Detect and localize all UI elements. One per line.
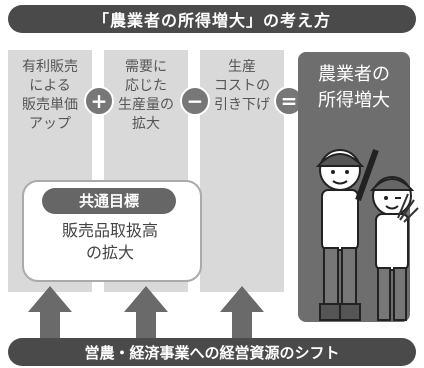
farmer-girl-icon (369, 176, 419, 321)
label-line: 需要に (125, 59, 167, 75)
label-line: 生産 (228, 59, 256, 75)
column-label-production-volume: 需要に 応じた 生産量の 拡大 (104, 58, 188, 134)
result-line: 所得増大 (318, 90, 390, 111)
up-arrow-icon (124, 286, 168, 342)
footer-bar: 営農・経済事業への経営資源のシフト (8, 338, 416, 366)
farmers-illustration (315, 148, 419, 321)
farmer-boy-icon (315, 148, 379, 321)
common-goal-badge: 共通目標 (42, 188, 176, 214)
label-line: 応じた (125, 78, 167, 94)
common-goal-text: 販売品取扱高 の拡大 (22, 220, 198, 264)
diagram-title: 「農業者の所得増大」の考え方 (8, 5, 416, 33)
up-arrow-icon (220, 286, 264, 342)
label-line: 有利販売 (22, 59, 78, 75)
up-arrow-icon (28, 286, 72, 342)
label-line: 販売単価 (22, 97, 78, 113)
goal-line: 販売品取扱高 (61, 221, 158, 240)
column-label-sales-price: 有利販売 による 販売単価 アップ (8, 58, 92, 134)
label-line: による (29, 78, 71, 94)
goal-line: の拡大 (85, 243, 134, 262)
label-line: 引き下げ (214, 97, 270, 113)
label-line: アップ (29, 116, 71, 132)
column-label-cost-reduction: 生産 コストの 引き下げ (200, 58, 284, 115)
label-line: 生産量の (118, 97, 174, 113)
label-line: コストの (214, 78, 270, 94)
label-line: 拡大 (132, 116, 160, 132)
result-label: 農業者の 所得増大 (298, 62, 410, 114)
plus-icon: + (84, 86, 114, 116)
result-line: 農業者の (318, 64, 390, 85)
minus-icon: − (180, 86, 210, 116)
column-cost-reduction (200, 50, 284, 292)
